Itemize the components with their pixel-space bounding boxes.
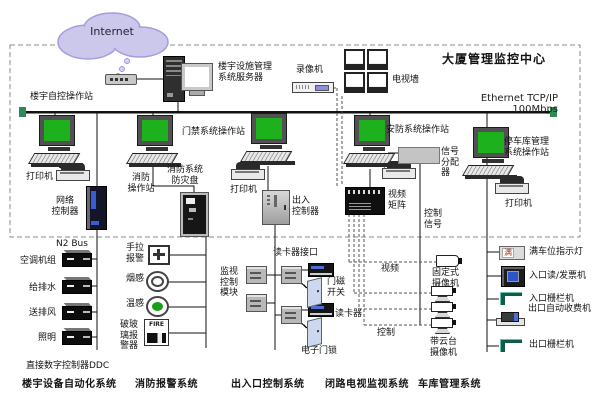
server-label: 楼宇设施管理 系统服务器 <box>218 62 273 83</box>
boundary-box <box>9 44 581 238</box>
ptz-camera-icon-1 <box>431 286 457 302</box>
full-light-icon: 满 <box>499 246 525 260</box>
n2-bus-label: N2 Bus <box>56 239 88 249</box>
ddc-box-icon-light <box>62 331 92 345</box>
door-magnet-icon <box>307 277 322 308</box>
printer-icon-left <box>56 163 90 182</box>
ptz-camera-label: 带云台 摄像机 <box>430 337 458 358</box>
server-tower-icon <box>163 56 185 102</box>
toll-machine-icon <box>496 312 525 326</box>
bus-terminator-left <box>19 107 26 117</box>
page-title: 大厦管理监控中心 <box>442 52 547 66</box>
printer-label-center: 打印机 <box>230 185 258 195</box>
ddc-label-water: 给排水 <box>28 283 56 293</box>
internet-label: Internet <box>90 25 134 38</box>
network-controller-label: 网络 控制器 <box>51 196 79 217</box>
monitor-module-label: 监视 控制 模块 <box>220 267 239 298</box>
glass-alarm-label: 破玻 璃报 警器 <box>119 320 138 351</box>
reader-interface-icon-2 <box>281 306 302 324</box>
ptz-camera-icon-3 <box>431 318 457 334</box>
fixed-camera-label: 固定式 摄像机 <box>432 268 460 289</box>
video-matrix-label: 视频 矩阵 <box>388 190 407 211</box>
reader-interface-icon-1 <box>281 266 302 284</box>
door-workstation-icon <box>238 113 300 168</box>
fire-box-text: FIRE <box>148 321 165 328</box>
ddc-caption: 直接数字控制器DDC <box>26 361 110 371</box>
door-ws-label: 门禁系统操作站 <box>182 127 246 137</box>
reader-interface-label: 读卡器接口 <box>273 248 319 258</box>
entry-barrier-icon <box>499 292 523 305</box>
internet-cloud <box>57 12 169 60</box>
fixed-camera-icon <box>436 255 462 267</box>
door-lock-icon <box>307 317 322 348</box>
access-controller-icon <box>262 190 290 225</box>
control-line-label: 控制 <box>377 328 396 338</box>
signal-splitter-icon <box>398 147 440 164</box>
dashed-signal-lines <box>333 87 436 326</box>
monitor-module-icon-1 <box>246 266 267 284</box>
ptz-camera-icon-2 <box>431 302 457 318</box>
printer-icon-center <box>231 162 265 181</box>
printer-icon-parking <box>495 176 529 195</box>
exit-barrier-label: 出口栅栏机 <box>529 340 575 350</box>
card-reader-icon-1 <box>308 263 334 277</box>
ticket-machine-label: 入口读/发票机 <box>529 271 587 281</box>
fire-panel-icon <box>180 192 209 237</box>
building-workstation-icon <box>26 115 88 170</box>
fire-ws-label: 消防 操作站 <box>127 173 155 194</box>
section-label-garage: 车库管理系统 <box>418 379 481 390</box>
modem-icon <box>105 74 137 85</box>
security-workstation-icon <box>341 115 403 170</box>
printer-label-parking: 打印机 <box>505 199 533 209</box>
section-label-bas: 楼宇设备自动化系统 <box>22 379 117 390</box>
exit-barrier-icon <box>499 339 523 352</box>
bus-terminator-right <box>550 107 557 117</box>
section-label-door: 出入口控制系统 <box>231 379 305 390</box>
heat-detector-icon <box>146 296 169 317</box>
ddc-box-icon-hvac <box>62 253 92 267</box>
ddc-box-icon-water <box>62 280 92 294</box>
smoke-label: 烟感 <box>125 274 144 284</box>
parking-workstation-icon <box>460 127 522 182</box>
printer-icon-security <box>382 161 416 180</box>
door-lock-label: 电子门锁 <box>301 346 338 356</box>
smoke-detector-icon <box>146 271 169 292</box>
pull-alarm-label: 手拉 报警 <box>125 243 144 264</box>
network-controller-icon <box>86 186 107 230</box>
monitor-module-icon-2 <box>246 294 267 312</box>
server-monitor-icon <box>181 63 213 96</box>
ddc-label-vent: 送排风 <box>28 308 56 318</box>
ddc-label-light: 照明 <box>37 333 56 343</box>
security-ws-label: 安防系统操作站 <box>386 125 450 135</box>
tv-wall-label: 电视墙 <box>392 75 420 85</box>
entry-barrier-label: 入口栅栏机 <box>529 294 575 304</box>
card-reader-label: 读卡器 <box>335 309 363 319</box>
tv-wall-icon <box>344 49 390 95</box>
full-light-label: 满车位指示灯 <box>529 247 584 257</box>
recorder-label: 录像机 <box>296 65 324 75</box>
pull-alarm-icon <box>148 245 170 265</box>
door-magnet-label: 门磁 开关 <box>327 277 346 298</box>
video-matrix-icon <box>345 187 385 215</box>
parking-ws-label: 停车库管理 系统操作站 <box>504 137 550 158</box>
video-recorder-icon <box>292 82 334 93</box>
control-signal-label: 控制 信号 <box>424 209 443 230</box>
fire-workstation-icon <box>124 115 186 170</box>
fire-panel-label: 消防系统 防灾盘 <box>166 165 203 186</box>
printer-label-left: 打印机 <box>26 172 54 182</box>
heat-label: 温感 <box>125 299 144 309</box>
ticket-machine-icon <box>501 266 525 287</box>
video-line-label: 视频 <box>381 264 400 274</box>
full-char: 满 <box>502 248 514 258</box>
section-label-fire: 消防报警系统 <box>135 379 198 390</box>
fire-box-icon: FIRE <box>144 319 169 346</box>
section-label-cctv: 闭路电视监视系统 <box>325 379 409 390</box>
ethernet-label: Ethernet TCP/IP 100Mbps <box>480 93 558 115</box>
signal-splitter-label: 信号 分配 器 <box>441 147 460 178</box>
access-controller-label: 出入 控制器 <box>292 196 320 217</box>
toll-machine-label: 出口自动收费机 <box>528 304 592 314</box>
ddc-label-hvac: 空调机组 <box>19 256 56 266</box>
ddc-box-icon-vent <box>62 306 92 320</box>
building-ws-label: 楼宇自控操作站 <box>30 92 94 102</box>
